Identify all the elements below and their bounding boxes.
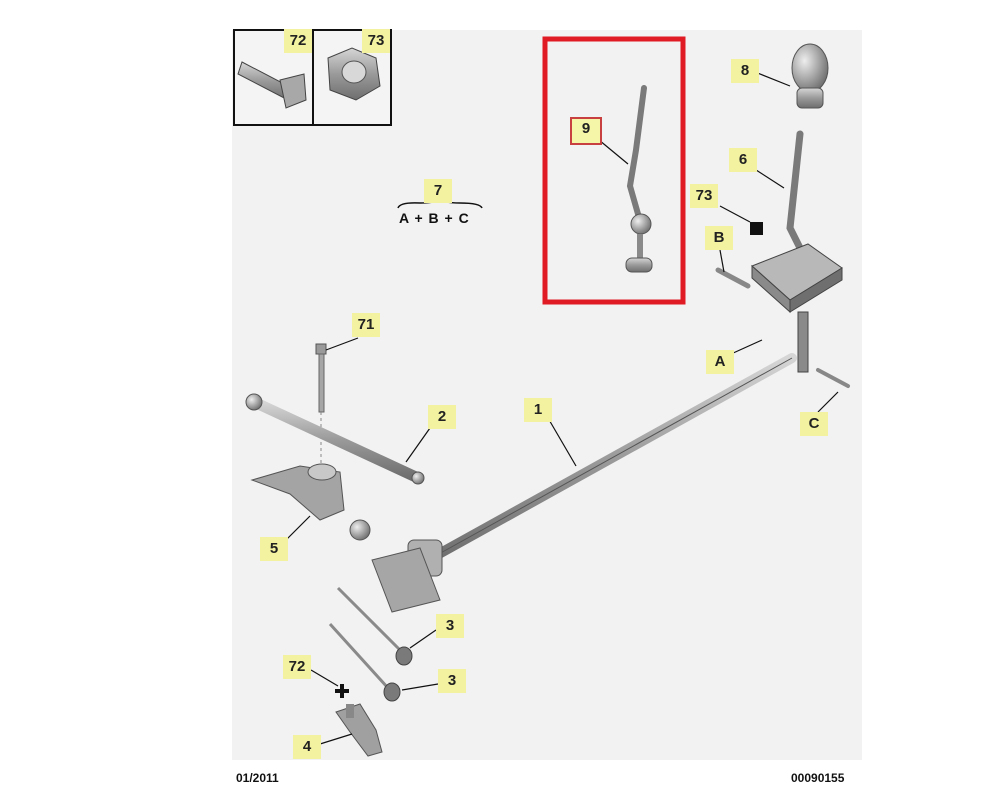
leader-lines: [285, 71, 839, 745]
gear-lever-9: [625, 85, 653, 273]
bolt-71: [315, 343, 327, 470]
selector-lever-4: [335, 703, 383, 757]
formula-a-b-c: A + B + C: [399, 210, 470, 226]
link-rod-upper-3: [336, 586, 413, 666]
callout-71: 71: [352, 313, 380, 337]
screw-72-marker: [335, 684, 349, 698]
callout-6: 6: [729, 148, 757, 172]
callout-8: 8: [731, 59, 759, 83]
footer-date: 01/2011: [236, 771, 279, 785]
callout-4: 4: [293, 735, 321, 759]
callout-73: 73: [690, 184, 718, 208]
callout-73-inset: 73: [362, 29, 390, 53]
callout-B: B: [705, 226, 733, 250]
callout-C: C: [800, 412, 828, 436]
callout-7: 7: [424, 179, 452, 203]
link-rod-lower-3: [328, 622, 401, 702]
callout-3-upper: 3: [436, 614, 464, 638]
highlight-frame-9: [542, 36, 686, 305]
footer-reference: 00090155: [791, 771, 845, 785]
nut-icon: [327, 47, 381, 101]
callout-5: 5: [260, 537, 288, 561]
bolt-icon: [237, 61, 307, 109]
inset-box-nut: [312, 29, 392, 126]
shift-lever-6: [751, 130, 843, 373]
callout-A: A: [706, 350, 734, 374]
callout-2: 2: [428, 405, 456, 429]
pin-C: [816, 368, 850, 388]
tie-rod-2: [245, 393, 425, 485]
callout-1: 1: [524, 398, 552, 422]
callout-72: 72: [283, 655, 311, 679]
shift-rod-1: [371, 353, 797, 613]
bracket-5: [250, 463, 371, 541]
callout-3-lower: 3: [438, 669, 466, 693]
pin-B: [715, 267, 751, 289]
nut-73-marker: [750, 222, 763, 235]
callout-9: 9: [570, 117, 602, 145]
callout-72-inset: 72: [284, 29, 312, 53]
gear-knob-8: [791, 43, 829, 109]
